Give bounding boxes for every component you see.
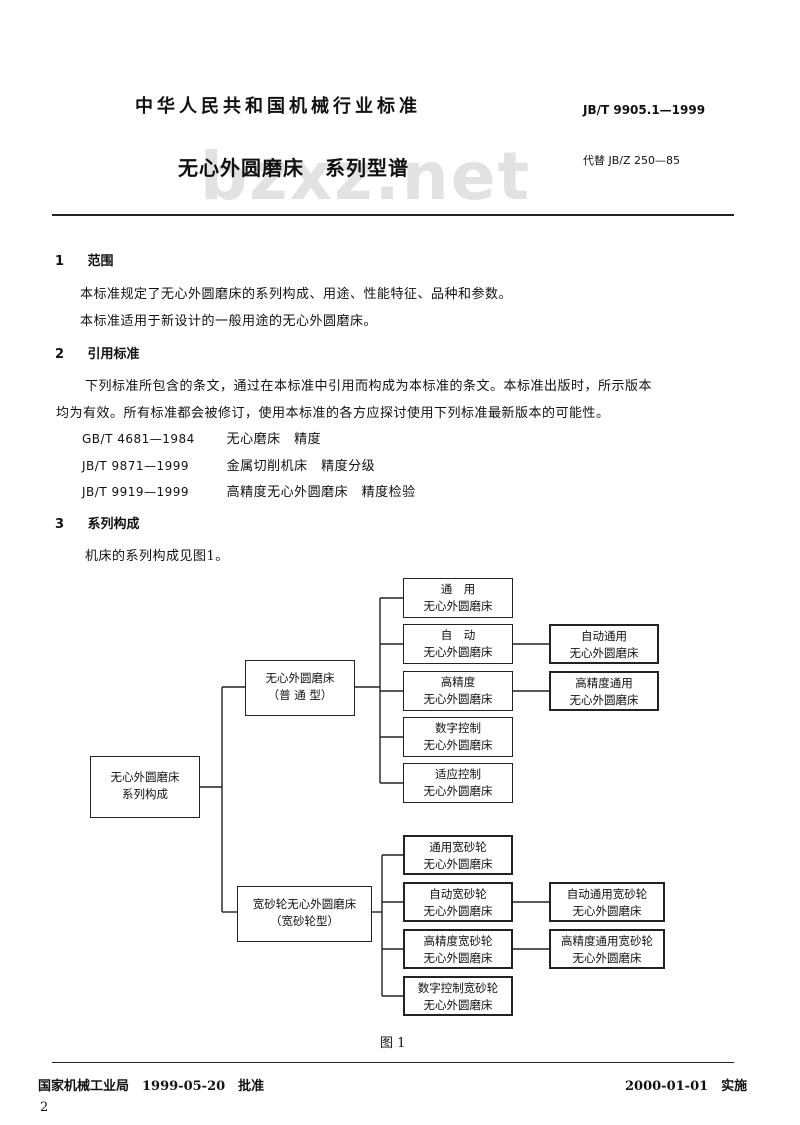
ordinary-child-5-line-2: 无心外圆磨床 (423, 784, 493, 798)
ordinary-grandchild-2-line-1: 高精度通用 (575, 676, 633, 690)
diagram-branch-wide: 宽砂轮无心外圆磨床 （宽砂轮型） (237, 886, 372, 942)
wide-child-1-line-2: 无心外圆磨床 (423, 857, 493, 871)
section-3-title: 系列构成 (87, 517, 140, 532)
ordinary-grandchild-1: 自动通用 无心外圆磨床 (549, 624, 659, 664)
implementation-date: 2000-01-01 实施 (625, 1079, 748, 1094)
section-2-paragraph-1: 下列标准所包含的条文，通过在本标准中引用而构成为本标准的条文。本标准出版时，所示… (85, 379, 653, 394)
wide-grandchild-2-line-2: 无心外圆磨床 (572, 951, 642, 965)
ordinary-child-4-line-2: 无心外圆磨床 (423, 738, 493, 752)
branch-wide-line-2: （宽砂轮型） (270, 914, 339, 928)
reference-2-title: 金属切削机床 精度分级 (226, 459, 376, 474)
ordinary-child-3-line-2: 无心外圆磨床 (423, 692, 493, 706)
document-title: 无心外圆磨床 系列型谱 (178, 156, 409, 180)
section-2-title: 引用标准 (87, 347, 140, 362)
wide-child-2-line-1: 自动宽砂轮 (429, 887, 487, 901)
section-2-heading: 2 引用标准 (55, 343, 140, 362)
wide-grandchild-2: 高精度通用宽砂轮 无心外圆磨床 (549, 929, 665, 969)
ordinary-grandchild-1-line-1: 自动通用 (581, 629, 627, 643)
wide-grandchild-1-line-1: 自动通用宽砂轮 (566, 887, 648, 901)
wide-child-1-line-1: 通用宽砂轮 (429, 840, 487, 854)
section-1-paragraph-2: 本标准适用于新设计的一般用途的无心外圆磨床。 (80, 314, 378, 329)
wide-grandchild-2-line-1: 高精度通用宽砂轮 (561, 934, 653, 948)
ordinary-child-1-line-1: 通 用 (440, 582, 476, 596)
section-2-number: 2 (55, 347, 65, 362)
reference-2-code: JB/T 9871—1999 (82, 459, 190, 473)
ordinary-child-3: 高精度 无心外圆磨床 (403, 671, 513, 711)
wide-child-1: 通用宽砂轮 无心外圆磨床 (403, 835, 513, 875)
ordinary-child-2-line-1: 自 动 (440, 628, 476, 642)
wide-child-4-line-1: 数字控制宽砂轮 (417, 981, 499, 995)
wide-child-3-line-1: 高精度宽砂轮 (423, 934, 493, 948)
section-1-title: 范围 (87, 254, 114, 269)
section-1-number: 1 (55, 254, 65, 269)
reference-3-code: JB/T 9919—1999 (82, 485, 190, 499)
ordinary-child-4: 数字控制 无心外圆磨床 (403, 717, 513, 757)
wide-child-2-line-2: 无心外圆磨床 (423, 904, 493, 918)
section-1-heading: 1 范围 (55, 250, 114, 269)
ordinary-child-1: 通 用 无心外圆磨床 (403, 578, 513, 618)
section-3-heading: 3 系列构成 (55, 513, 140, 532)
footer-rule (52, 1062, 734, 1064)
reference-2: JB/T 9871—1999 金属切削机床 精度分级 (82, 455, 375, 474)
ordinary-grandchild-2-line-2: 无心外圆磨床 (569, 693, 639, 707)
reference-1-title: 无心磨床 精度 (226, 432, 322, 447)
reference-1-code: GB/T 4681—1984 (82, 432, 195, 446)
national-standard-title: 中华人民共和国机械行业标准 (135, 96, 421, 117)
wide-child-4: 数字控制宽砂轮 无心外圆磨床 (403, 976, 513, 1016)
reference-1: GB/T 4681—1984 无心磨床 精度 (82, 428, 321, 447)
section-1-paragraph-1: 本标准规定了无心外圆磨床的系列构成、用途、性能特征、品种和参数。 (80, 287, 513, 302)
ordinary-child-5: 适应控制 无心外圆磨床 (403, 763, 513, 803)
diagram-root-line-2: 系列构成 (122, 787, 168, 801)
header-rule (52, 214, 734, 216)
branch-ordinary-line-1: 无心外圆磨床 (265, 671, 335, 685)
section-2-paragraph-2: 均为有效。所有标准都会被修订，使用本标准的各方应探讨使用下列标准最新版本的可能性… (56, 406, 610, 421)
wide-grandchild-1-line-2: 无心外圆磨床 (572, 904, 642, 918)
ordinary-child-5-line-1: 适应控制 (435, 767, 481, 781)
wide-child-3: 高精度宽砂轮 无心外圆磨床 (403, 929, 513, 969)
page-number: 2 (40, 1100, 49, 1115)
branch-wide-line-1: 宽砂轮无心外圆磨床 (252, 897, 357, 911)
branch-ordinary-line-2: （普 通 型） (267, 688, 333, 702)
ordinary-child-2-line-2: 无心外圆磨床 (423, 645, 493, 659)
diagram-root-line-1: 无心外圆磨床 (110, 770, 180, 784)
issued-by: 国家机械工业局 1999-05-20 批准 (38, 1079, 265, 1094)
ordinary-child-1-line-2: 无心外圆磨床 (423, 599, 493, 613)
wide-grandchild-1: 自动通用宽砂轮 无心外圆磨床 (549, 882, 665, 922)
wide-child-3-line-2: 无心外圆磨床 (423, 951, 493, 965)
replaces-note: 代替 JB/Z 250—85 (583, 154, 681, 167)
ordinary-child-4-line-1: 数字控制 (435, 721, 481, 735)
section-3-paragraph-1: 机床的系列构成见图1。 (85, 549, 229, 564)
ordinary-grandchild-2: 高精度通用 无心外圆磨床 (549, 671, 659, 711)
wide-child-4-line-2: 无心外圆磨床 (423, 998, 493, 1012)
standard-code: JB/T 9905.1—1999 (583, 103, 706, 117)
ordinary-child-3-line-1: 高精度 (440, 675, 476, 689)
ordinary-child-2: 自 动 无心外圆磨床 (403, 624, 513, 664)
ordinary-grandchild-1-line-2: 无心外圆磨床 (569, 646, 639, 660)
wide-child-2: 自动宽砂轮 无心外圆磨床 (403, 882, 513, 922)
figure-caption: 图 1 (380, 1036, 406, 1051)
reference-3-title: 高精度无心外圆磨床 精度检验 (226, 485, 416, 500)
watermark: bzxz.net (200, 138, 532, 215)
diagram-branch-ordinary: 无心外圆磨床 （普 通 型） (245, 660, 355, 716)
diagram-root-box: 无心外圆磨床 系列构成 (90, 756, 200, 818)
reference-3: JB/T 9919—1999 高精度无心外圆磨床 精度检验 (82, 481, 416, 500)
section-3-number: 3 (55, 517, 65, 532)
